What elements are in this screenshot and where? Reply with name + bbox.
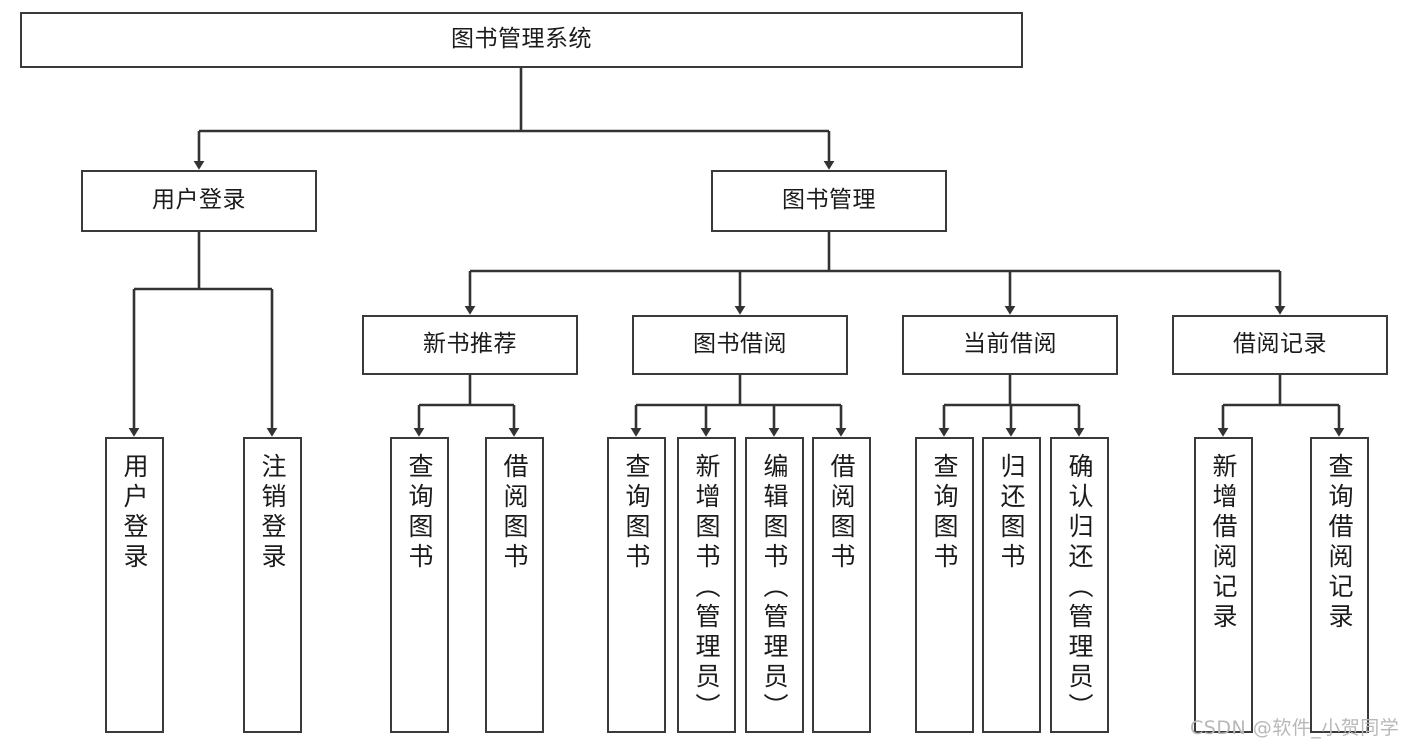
node-leaf-add-book[interactable]: 新增图书（管理员） [677,437,736,733]
node-book-borrow[interactable]: 图书借阅 [632,315,848,375]
node-leaf-edit-book-label: 编辑图书（管理员） [760,453,789,723]
node-root[interactable]: 图书管理系统 [20,12,1023,68]
node-book-manage-label: 图书管理 [782,187,876,214]
node-new-book-rec[interactable]: 新书推荐 [362,315,578,375]
node-borrow-record-label: 借阅记录 [1233,331,1327,358]
node-leaf-return-book-label: 归还图书 [997,453,1026,573]
node-leaf-user-login[interactable]: 用户登录 [105,437,164,733]
node-borrow-record[interactable]: 借阅记录 [1172,315,1388,375]
csdn-watermark: CSDN @软件_小贺同学 [1190,717,1400,739]
node-leaf-borrow-book-2-label: 借阅图书 [827,453,856,573]
node-current-borrow[interactable]: 当前借阅 [902,315,1118,375]
node-new-book-rec-label: 新书推荐 [423,331,517,358]
node-book-borrow-label: 图书借阅 [693,331,787,358]
node-leaf-confirm-return[interactable]: 确认归还（管理员） [1050,437,1109,733]
node-leaf-logout[interactable]: 注销登录 [243,437,302,733]
node-leaf-query-book-3-label: 查询图书 [930,453,959,573]
node-leaf-add-book-label: 新增图书（管理员） [692,453,721,723]
node-leaf-query-record-label: 查询借阅记录 [1325,453,1354,633]
node-leaf-query-book-1[interactable]: 查询图书 [390,437,449,733]
node-leaf-add-record[interactable]: 新增借阅记录 [1194,437,1253,733]
node-current-borrow-label: 当前借阅 [963,331,1057,358]
node-leaf-add-record-label: 新增借阅记录 [1209,453,1238,633]
node-user-login-label: 用户登录 [152,187,246,214]
node-leaf-query-book-3[interactable]: 查询图书 [915,437,974,733]
node-leaf-borrow-book-2[interactable]: 借阅图书 [812,437,871,733]
node-leaf-confirm-return-label: 确认归还（管理员） [1065,453,1094,723]
node-leaf-borrow-book-1[interactable]: 借阅图书 [485,437,544,733]
node-leaf-query-book-2-label: 查询图书 [622,453,651,573]
node-user-login[interactable]: 用户登录 [81,170,317,232]
node-leaf-query-book-1-label: 查询图书 [405,453,434,573]
node-leaf-return-book[interactable]: 归还图书 [982,437,1041,733]
node-root-label: 图书管理系统 [451,26,592,53]
node-leaf-query-record[interactable]: 查询借阅记录 [1310,437,1369,733]
node-leaf-user-login-label: 用户登录 [120,453,149,573]
node-leaf-logout-label: 注销登录 [258,453,287,573]
node-leaf-query-book-2[interactable]: 查询图书 [607,437,666,733]
node-book-manage[interactable]: 图书管理 [711,170,947,232]
node-leaf-borrow-book-1-label: 借阅图书 [500,453,529,573]
node-leaf-edit-book[interactable]: 编辑图书（管理员） [745,437,804,733]
